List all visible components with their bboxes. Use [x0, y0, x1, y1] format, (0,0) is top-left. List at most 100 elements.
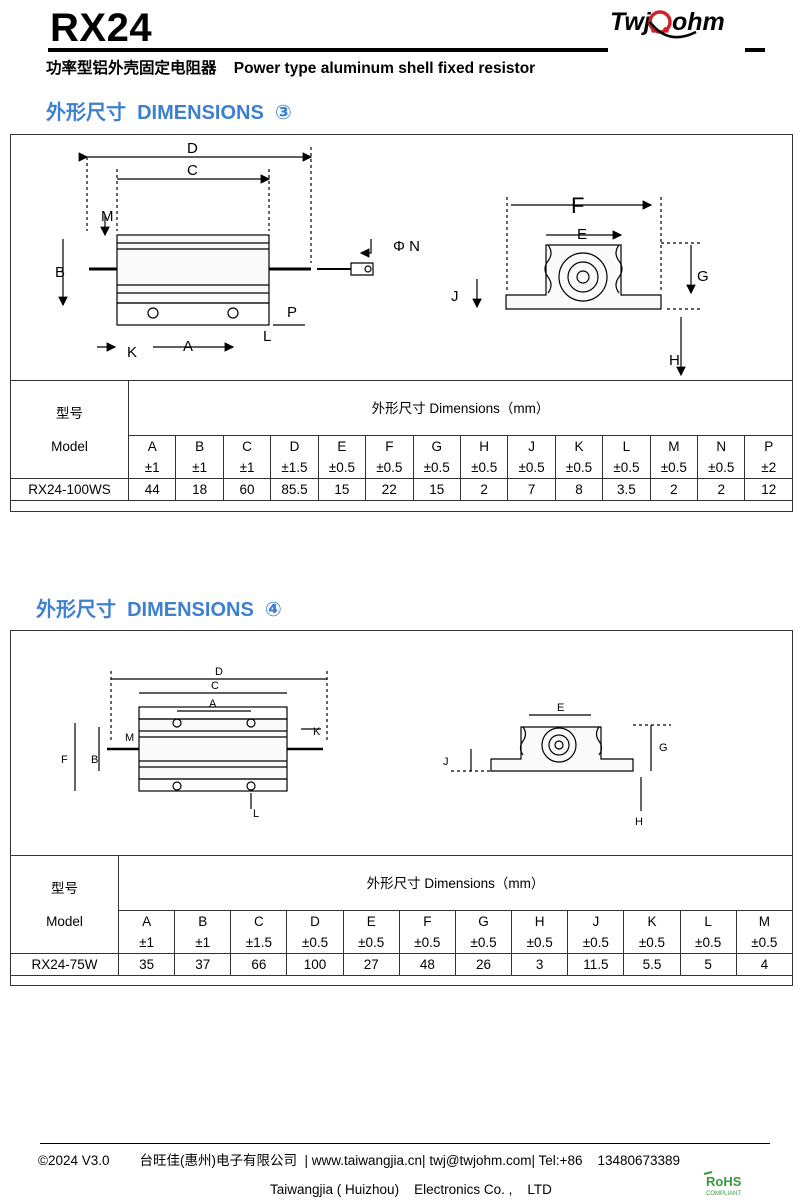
- value-cell-M: 2: [649, 478, 699, 501]
- value-cell-M: 4: [735, 953, 794, 976]
- value-cell-H: 2: [459, 478, 509, 501]
- dim-label-A: A: [183, 338, 193, 355]
- model-header-en: Model: [46, 913, 83, 929]
- model-header-cn: 型号: [56, 405, 83, 421]
- value-cell-J: 7: [507, 478, 556, 501]
- value-cell-C: 66: [230, 953, 288, 976]
- dim-label-B: B: [55, 264, 65, 281]
- column-tolerance-G: ±0.5: [412, 457, 461, 479]
- column-header-B: B: [174, 910, 232, 932]
- column-header-F: F: [365, 435, 414, 457]
- page-title: RX24: [50, 6, 153, 50]
- page-subtitle: 功率型铝外壳固定电阻器 Power type aluminum shell fi…: [46, 60, 536, 77]
- dim-label-P: P: [287, 304, 297, 321]
- dim-label-C: C: [187, 162, 198, 179]
- model-cell: RX24-75W: [10, 953, 119, 976]
- column-tolerance-M: ±0.5: [735, 932, 794, 954]
- column-tolerance-H: ±0.5: [511, 932, 569, 954]
- section-frame-3: D C M B Φ N P L K A F E G J H: [10, 134, 793, 512]
- dim-label-M: M: [101, 208, 114, 225]
- column-header-A: A: [127, 435, 177, 457]
- dim-label-N: Φ N: [393, 238, 420, 255]
- dim-label-L: L: [263, 328, 271, 345]
- value-cell-B: 37: [174, 953, 232, 976]
- dim-label-G: G: [697, 268, 709, 285]
- column-tolerance-D: ±1.5: [270, 457, 319, 479]
- footer-rule: [40, 1143, 770, 1144]
- dim-label-F: F: [571, 193, 584, 218]
- value-cell-D: 100: [286, 953, 344, 976]
- column-tolerance-B: ±1: [174, 932, 232, 954]
- value-cell-J: 11.5: [567, 953, 625, 976]
- column-header-K: K: [554, 435, 604, 457]
- svg-text:ohm: ohm: [672, 8, 725, 36]
- value-cell-E: 27: [342, 953, 400, 976]
- dim-label-J: J: [451, 288, 459, 305]
- column-header-K: K: [623, 910, 681, 932]
- model-header-cn: 型号: [51, 880, 78, 896]
- section-title-dimensions-3: 外形尺寸 DIMENSIONS ③: [46, 102, 292, 124]
- svg-text:Twj: Twj: [610, 8, 652, 36]
- dim-label-K: K: [127, 344, 137, 361]
- dim-label-G: G: [659, 742, 668, 754]
- rohs-sublabel: COMPLIANT: [706, 1191, 741, 1197]
- value-cell-F: 48: [398, 953, 456, 976]
- column-header-D: D: [270, 435, 319, 457]
- column-header-G: G: [454, 910, 513, 932]
- value-cell-N: 2: [697, 478, 746, 501]
- column-header-J: J: [567, 910, 625, 932]
- column-header-E: E: [342, 910, 400, 932]
- value-cell-K: 5.5: [623, 953, 681, 976]
- column-header-F: F: [398, 910, 456, 932]
- column-header-M: M: [649, 435, 699, 457]
- column-tolerance-N: ±0.5: [697, 457, 746, 479]
- section-title-dimensions-4: 外形尺寸 DIMENSIONS ④: [36, 599, 282, 621]
- column-tolerance-L: ±0.5: [679, 932, 737, 954]
- footer-company-contact: ©2024 V3.0 台旺佳(惠州)电子有限公司 | www.taiwangji…: [38, 1153, 681, 1168]
- rohs-logo: RoHS COMPLIANT: [703, 1171, 742, 1197]
- column-header-B: B: [175, 435, 224, 457]
- dimensions-header: 外形尺寸 Dimensions（mm）: [118, 855, 793, 911]
- dim-label-K: K: [313, 726, 321, 738]
- column-header-H: H: [459, 435, 509, 457]
- dim-label-F: F: [61, 754, 68, 766]
- column-tolerance-K: ±0.5: [623, 932, 681, 954]
- column-header-E: E: [317, 435, 367, 457]
- model-header: 型号 Model: [10, 855, 119, 954]
- column-tolerance-J: ±0.5: [567, 932, 625, 954]
- value-cell-L: 3.5: [602, 478, 651, 501]
- footer-company-name: Taiwangjia ( Huizhou) Electronics Co. , …: [270, 1182, 552, 1197]
- dimensions-header: 外形尺寸 Dimensions（mm）: [128, 380, 793, 436]
- value-cell-D: 85.5: [270, 478, 319, 501]
- value-cell-G: 15: [412, 478, 461, 501]
- column-header-C: C: [230, 910, 288, 932]
- column-header-J: J: [507, 435, 556, 457]
- model-header-en: Model: [51, 438, 88, 454]
- column-header-D: D: [286, 910, 344, 932]
- dimension-drawing-4: D C A K M F B L E G J H: [61, 666, 671, 828]
- column-tolerance-M: ±0.5: [649, 457, 699, 479]
- column-tolerance-P: ±2: [744, 457, 793, 479]
- value-cell-K: 8: [554, 478, 604, 501]
- column-tolerance-E: ±0.5: [342, 932, 400, 954]
- value-cell-E: 15: [317, 478, 367, 501]
- column-header-H: H: [511, 910, 569, 932]
- dim-label-E: E: [557, 702, 564, 714]
- dim-label-C: C: [211, 680, 219, 692]
- dim-label-D: D: [187, 140, 198, 157]
- value-cell-A: 35: [117, 953, 176, 976]
- column-tolerance-E: ±0.5: [317, 457, 367, 479]
- column-tolerance-D: ±0.5: [286, 932, 344, 954]
- column-tolerance-F: ±0.5: [398, 932, 456, 954]
- column-header-A: A: [117, 910, 176, 932]
- column-tolerance-C: ±1: [222, 457, 272, 479]
- header-rule-right: [745, 48, 765, 52]
- column-header-L: L: [679, 910, 737, 932]
- column-tolerance-K: ±0.5: [554, 457, 604, 479]
- dim-label-A: A: [209, 698, 217, 710]
- column-tolerance-H: ±0.5: [459, 457, 509, 479]
- column-tolerance-F: ±0.5: [365, 457, 414, 479]
- value-cell-C: 60: [222, 478, 272, 501]
- column-tolerance-C: ±1.5: [230, 932, 288, 954]
